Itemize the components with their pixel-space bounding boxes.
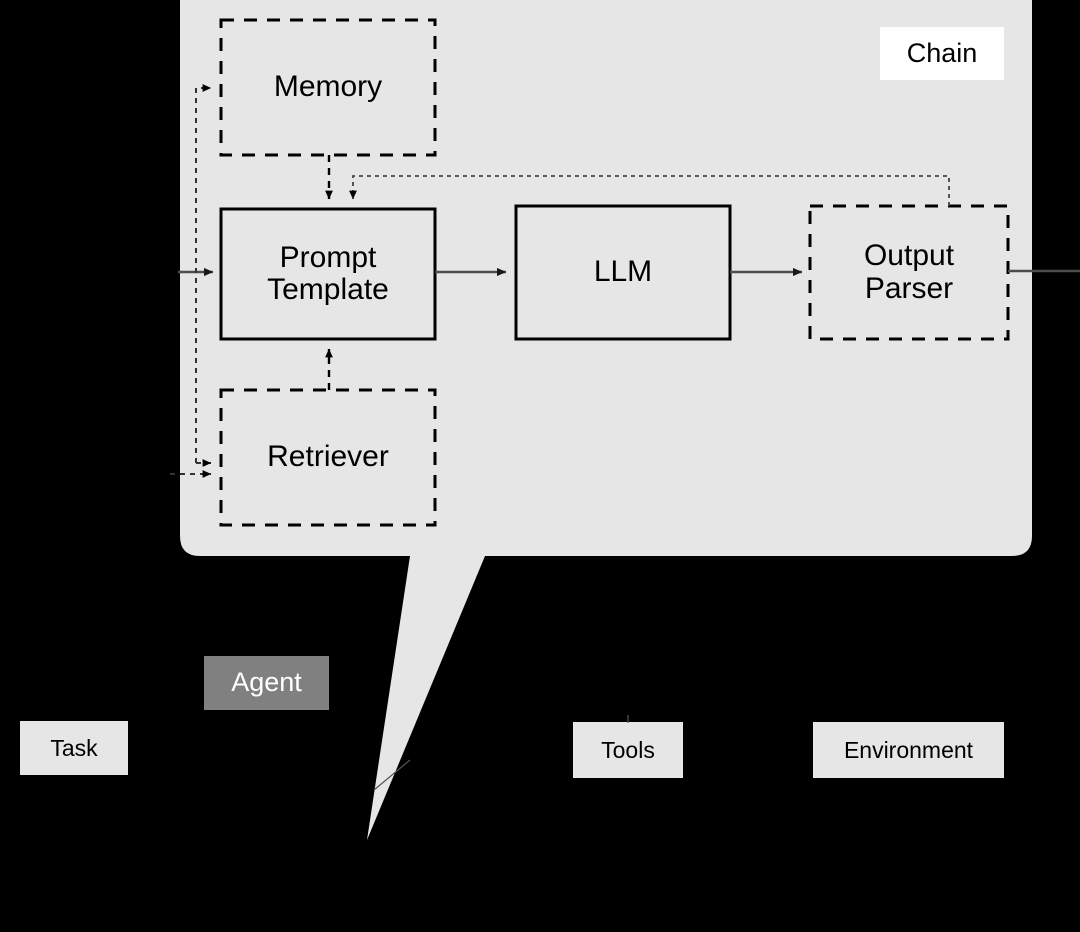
- node-output-parser[interactable]: [808, 204, 1010, 341]
- chip-agent[interactable]: [204, 656, 329, 710]
- node-llm[interactable]: [514, 204, 732, 341]
- node-memory[interactable]: [219, 18, 437, 157]
- chain-label-box: [880, 27, 1004, 80]
- chip-task[interactable]: [20, 721, 128, 775]
- edge-output-parser-to-prompt: [349, 175, 950, 206]
- chip-environment[interactable]: [813, 722, 1004, 778]
- node-retriever[interactable]: [219, 388, 437, 527]
- chip-tools[interactable]: [573, 722, 683, 778]
- node-prompt-template[interactable]: [219, 207, 437, 341]
- edge-input-to-memory: [195, 84, 212, 463]
